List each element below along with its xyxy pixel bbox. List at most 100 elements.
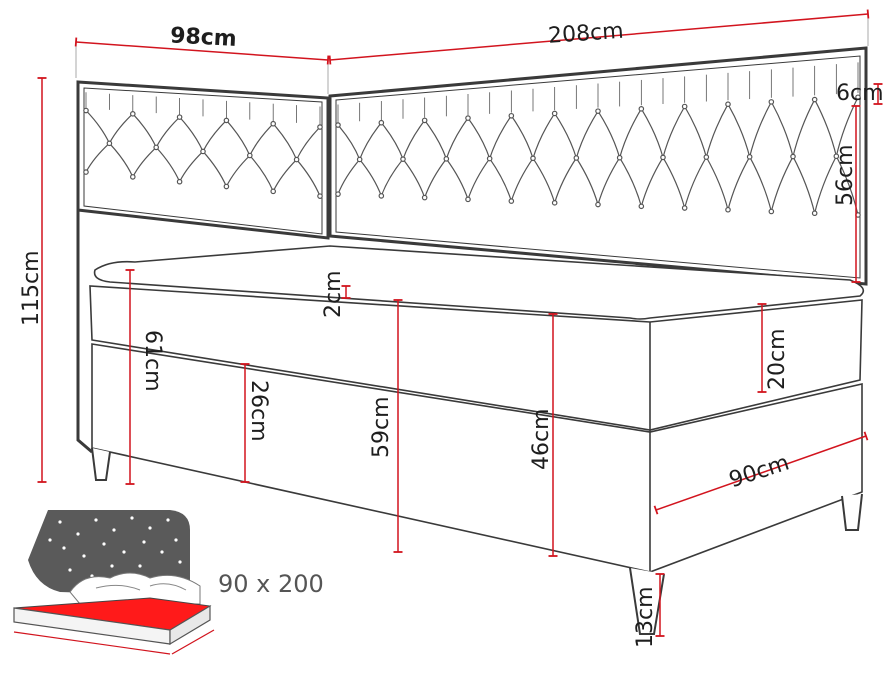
left-side-panel	[76, 82, 93, 454]
tuft-seam	[770, 156, 794, 212]
label-26: 26cm	[246, 380, 271, 442]
star	[94, 518, 98, 522]
tuft-seam	[108, 142, 134, 178]
tuft-seam	[532, 157, 556, 204]
tuft-seam	[225, 155, 251, 187]
tuft-button	[595, 201, 601, 208]
tuft-seam	[619, 157, 642, 207]
tuft-seam	[705, 156, 729, 210]
tuft-button	[833, 153, 840, 160]
label-13: 13cm	[633, 586, 658, 648]
tuft-seam	[272, 159, 298, 192]
tuft-seam	[202, 151, 227, 187]
tuft-button	[790, 153, 796, 160]
tuft-button	[317, 193, 323, 199]
tuft-button	[551, 200, 558, 206]
tuft-button	[725, 101, 731, 107]
tuft-button	[421, 194, 428, 201]
tuft-button	[486, 155, 493, 162]
label-208: 208cm	[547, 19, 624, 49]
mattress-thumbnail: 90 x 200	[13, 510, 324, 655]
side-headboard-inner	[83, 87, 323, 235]
tuft-seam	[684, 106, 707, 158]
leg-right	[841, 493, 863, 531]
label-98: 98cm	[170, 23, 238, 51]
tuft-seam	[749, 101, 772, 157]
tuft-button	[378, 193, 385, 199]
dim-line-98	[74, 37, 330, 65]
dim-line-208	[328, 9, 870, 65]
tuft-seam	[359, 122, 382, 160]
star	[58, 520, 62, 524]
tuft-seam	[814, 99, 837, 157]
tuft-seam	[575, 110, 599, 159]
tuft-button	[293, 156, 300, 163]
tuft-button	[223, 117, 230, 124]
tuft-button	[746, 154, 753, 160]
tuft-seam	[727, 103, 751, 157]
star	[166, 518, 170, 522]
tuft-button	[616, 154, 623, 161]
tuft-button	[681, 205, 688, 211]
tuft-button	[855, 94, 861, 101]
thumb-dim-front	[13, 631, 171, 655]
tuft-button	[356, 156, 363, 163]
tuft-seam	[532, 113, 556, 159]
tuft-button	[378, 119, 385, 126]
tufting-back	[335, 62, 861, 218]
tuft-seam	[640, 157, 664, 207]
tuft-seam	[662, 106, 686, 158]
star	[148, 526, 152, 530]
tuft-button	[725, 206, 731, 213]
star	[178, 560, 182, 564]
tuft-seam	[380, 158, 404, 197]
tuft-button	[508, 112, 515, 119]
tuft-button	[508, 198, 515, 204]
tuft-button	[400, 156, 406, 162]
tuft-button	[106, 140, 113, 147]
tuft-button	[768, 208, 775, 215]
tuft-seam	[792, 99, 816, 157]
tuft-seam	[814, 155, 837, 214]
tuft-seam	[424, 158, 447, 198]
tuft-seam	[467, 117, 491, 159]
tuft-seam	[132, 146, 157, 178]
tuft-seam	[684, 156, 707, 209]
label-61: 61cm	[140, 330, 165, 392]
star	[112, 528, 116, 532]
star	[130, 516, 134, 520]
leg-left	[91, 447, 111, 481]
star	[142, 540, 146, 544]
tuft-button	[638, 203, 645, 210]
tuft-seam	[597, 110, 621, 158]
tuft-seam	[155, 116, 181, 148]
tuft-seam	[249, 155, 274, 192]
label-6: 6cm	[836, 81, 884, 106]
tuft-seam	[179, 116, 204, 152]
star	[138, 564, 142, 568]
tuft-button	[83, 107, 89, 114]
tuft-button	[176, 114, 183, 120]
tuft-seam	[510, 115, 534, 159]
tuft-button	[335, 191, 341, 197]
tuft-button	[595, 108, 601, 114]
dimension-lines	[37, 9, 883, 637]
tuft-seam	[554, 157, 577, 204]
tuft-seam	[85, 110, 110, 144]
tuft-seam	[727, 156, 751, 210]
tuft-seam	[380, 122, 404, 160]
tuft-button	[130, 174, 136, 180]
tuft-seam	[249, 123, 274, 156]
tuft-seam	[445, 158, 469, 200]
tuft-button	[317, 124, 323, 130]
tuft-seam	[337, 124, 361, 160]
tuft-button	[83, 169, 89, 175]
tuft-seam	[108, 113, 134, 144]
tuft-seam	[132, 113, 157, 148]
dim-line-90	[653, 431, 869, 515]
tuft-seam	[554, 113, 577, 159]
label-115: 115cm	[19, 250, 44, 326]
tuft-button	[768, 99, 775, 105]
tuft-seam	[489, 115, 512, 159]
